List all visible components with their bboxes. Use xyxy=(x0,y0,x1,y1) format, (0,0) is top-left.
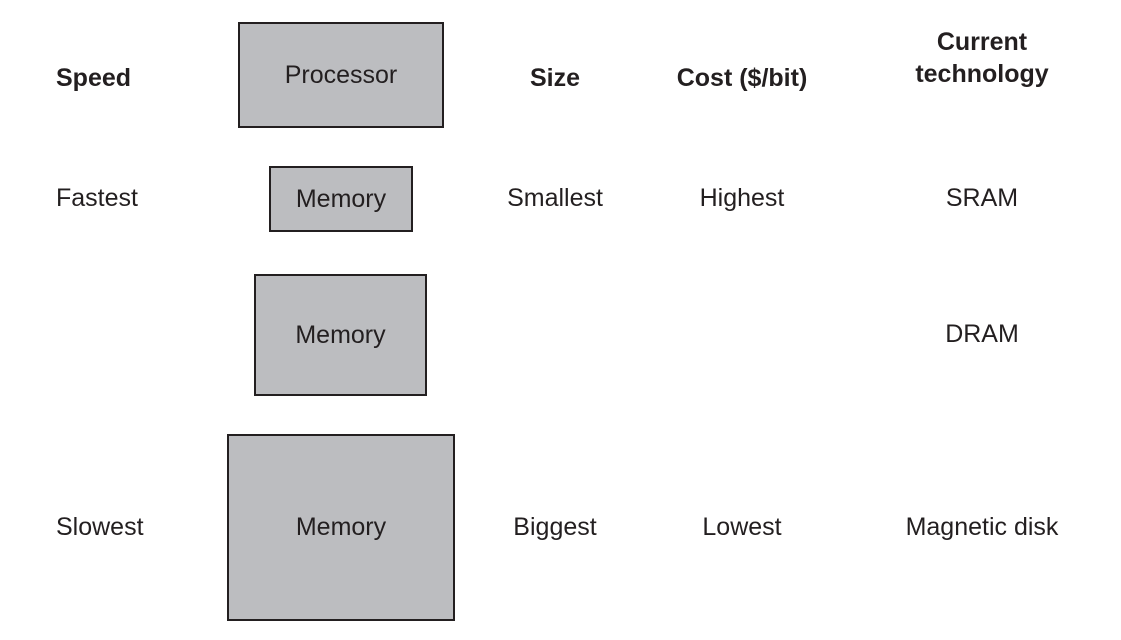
memory-label-level-1: Memory xyxy=(295,184,387,213)
level-3-technology: Magnetic disk xyxy=(905,513,1059,541)
level-1-speed: Fastest xyxy=(56,184,138,212)
processor-box: Processor xyxy=(238,22,444,128)
processor-label: Processor xyxy=(284,60,398,89)
level-3-cost: Lowest xyxy=(702,513,782,541)
level-1-technology: SRAM xyxy=(945,184,1019,212)
memory-box-level-1: Memory xyxy=(269,166,413,232)
memory-box-level-2: Memory xyxy=(254,274,427,396)
memory-label-level-2: Memory xyxy=(295,320,386,349)
level-1-size: Smallest xyxy=(507,184,603,212)
memory-box-level-3: Memory xyxy=(227,434,455,621)
level-2-technology: DRAM xyxy=(945,320,1019,348)
header-technology-line1: Current xyxy=(936,28,1028,56)
header-size: Size xyxy=(529,64,581,92)
header-cost: Cost ($/bit) xyxy=(676,64,808,92)
memory-label-level-3: Memory xyxy=(295,513,387,541)
level-1-cost: Highest xyxy=(699,184,785,212)
level-3-size: Biggest xyxy=(513,513,597,541)
header-technology-line2: technology xyxy=(915,60,1049,88)
header-speed: Speed xyxy=(56,64,132,92)
level-3-speed: Slowest xyxy=(56,513,144,541)
